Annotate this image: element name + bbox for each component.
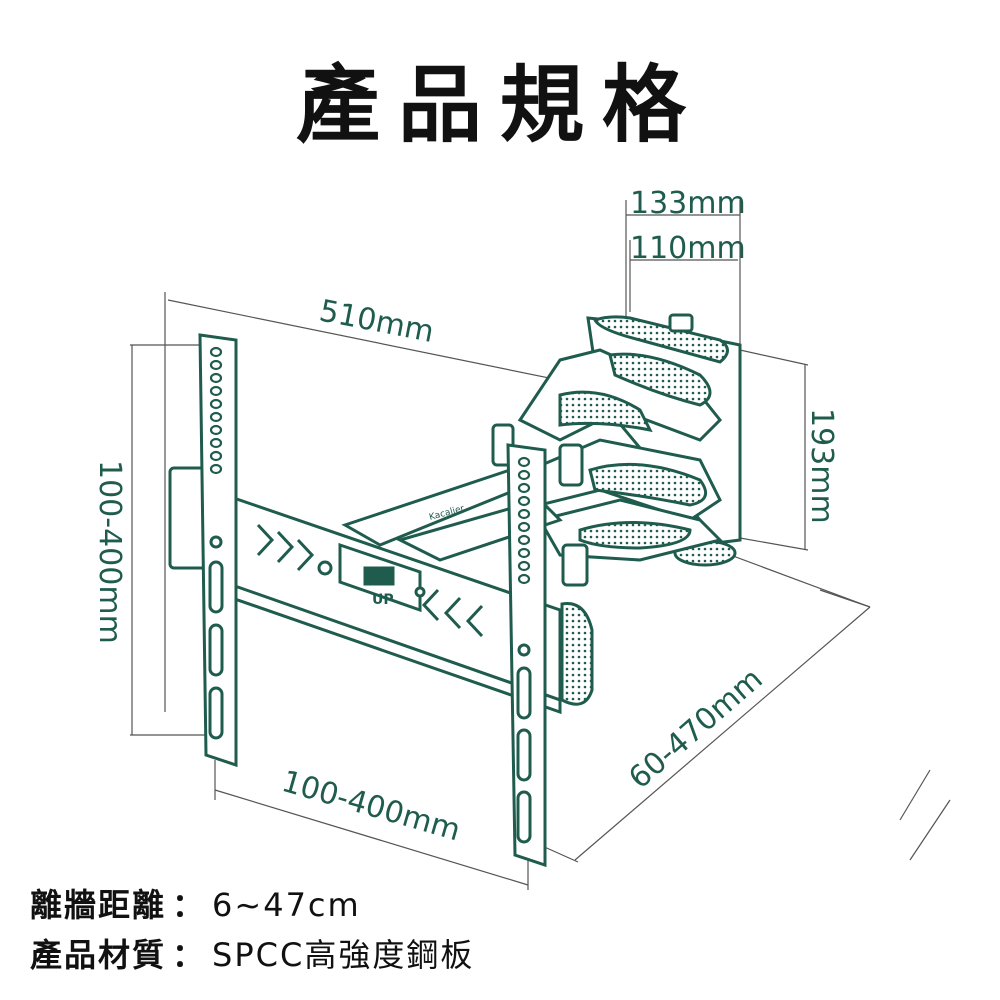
spec-wall-distance: 離牆距離：6~47cm [30, 880, 361, 926]
dim-depth-inner: 110mm [630, 231, 746, 266]
spec-material: 產品材質：SPCC高強度鋼板 [30, 930, 474, 976]
vertical-arm-left [198, 333, 238, 768]
articulating-arms: Kacalier [341, 348, 723, 587]
vertical-arm-right [506, 443, 547, 868]
dim-extension: 60-470mm [622, 662, 769, 796]
dim-width: 510mm [316, 293, 436, 349]
spec-value: 6~47cm [212, 886, 361, 924]
up-marker: UP [372, 592, 394, 608]
spec-separator: ： [172, 936, 207, 974]
dim-depth-outer: 133mm [630, 186, 746, 221]
page-title: 產品規格 [295, 56, 704, 154]
spec-label: 產品材質 [30, 936, 167, 974]
dim-vesa-horizontal: 100-400mm [278, 764, 464, 848]
spec-label: 離牆距離 [30, 886, 167, 924]
dim-vesa-vertical: 100-400mm [92, 460, 127, 644]
dim-height-plate: 193mm [804, 408, 839, 524]
spec-value: SPCC高強度鋼板 [212, 936, 475, 974]
dimension-lines [130, 200, 951, 890]
spec-separator: ： [172, 886, 207, 924]
